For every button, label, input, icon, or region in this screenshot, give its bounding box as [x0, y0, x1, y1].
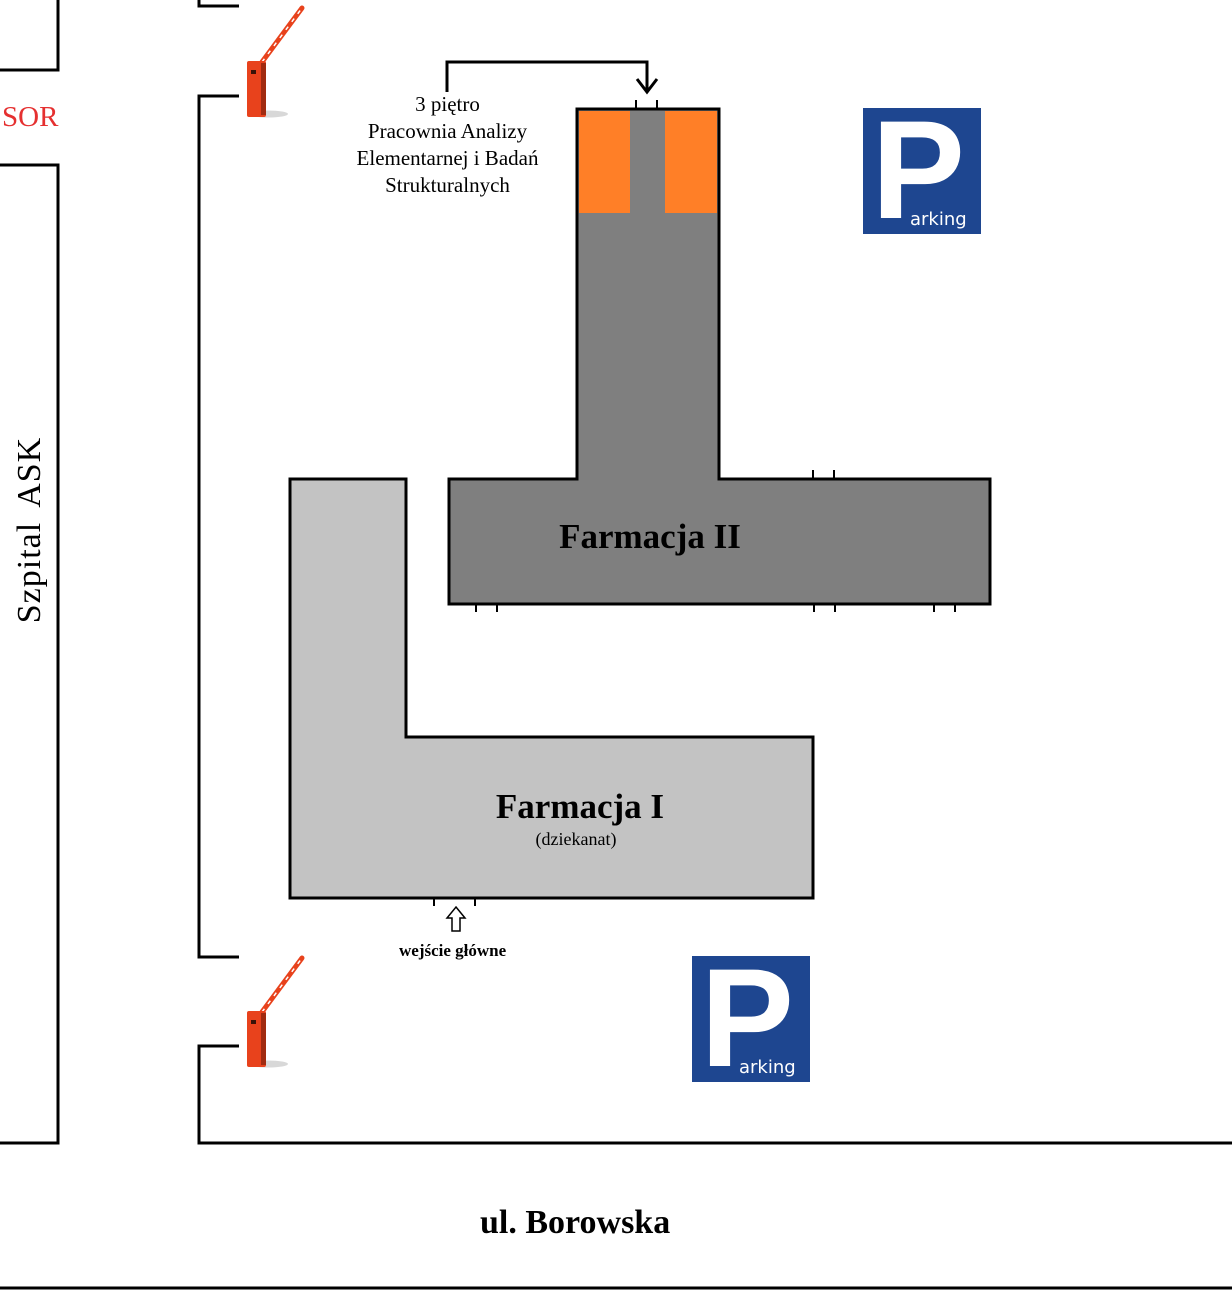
main-entrance-label: wejście główne	[399, 941, 507, 960]
lab-wing-right[interactable]	[665, 111, 717, 213]
parking-letter: P	[700, 956, 794, 1082]
lab-caption: 3 piętro Pracownia Analizy Elementarnej …	[330, 91, 565, 199]
lab-caption-line: Pracownia Analizy	[367, 119, 528, 143]
down-arrow-icon	[635, 78, 659, 95]
parking-text: arking	[910, 209, 967, 230]
hospital-boundary	[0, 163, 60, 1145]
farmacja-1-building[interactable]	[288, 477, 815, 900]
parking-letter: P	[871, 108, 965, 234]
parking-sign-icon: P arking	[863, 108, 981, 234]
campus-fence-west	[197, 94, 239, 959]
parking-sign-icon: P arking	[692, 956, 810, 1082]
farmacja-1-label: Farmacja I	[495, 787, 665, 826]
lab-caption-line: 3 piętro	[415, 92, 480, 116]
street-label: ul. Borowska	[480, 1204, 671, 1241]
farmacja-2-label: Farmacja II	[559, 517, 741, 556]
hospital-boundary-top	[0, 0, 60, 72]
up-arrow-icon	[445, 905, 467, 932]
parking-barrier-icon	[247, 5, 305, 118]
campus-fence-top-stub	[197, 0, 239, 8]
sor-label: SOR	[2, 101, 59, 133]
farmacja-1-subtitle: (dziekanat)	[535, 829, 617, 849]
lab-caption-line: Strukturalnych	[385, 173, 510, 197]
hospital-word: Szpital	[11, 521, 48, 624]
parking-barrier-icon	[247, 955, 305, 1068]
hospital-label: Szpital ASK	[11, 437, 49, 623]
campus-fence-south	[197, 1044, 1232, 1145]
lab-caption-line: Elementarnej i Badań	[356, 146, 539, 170]
parking-text: arking	[739, 1057, 796, 1078]
hospital-word: ASK	[11, 436, 48, 508]
pointer-line	[445, 60, 649, 92]
lab-wing-left[interactable]	[579, 111, 630, 213]
